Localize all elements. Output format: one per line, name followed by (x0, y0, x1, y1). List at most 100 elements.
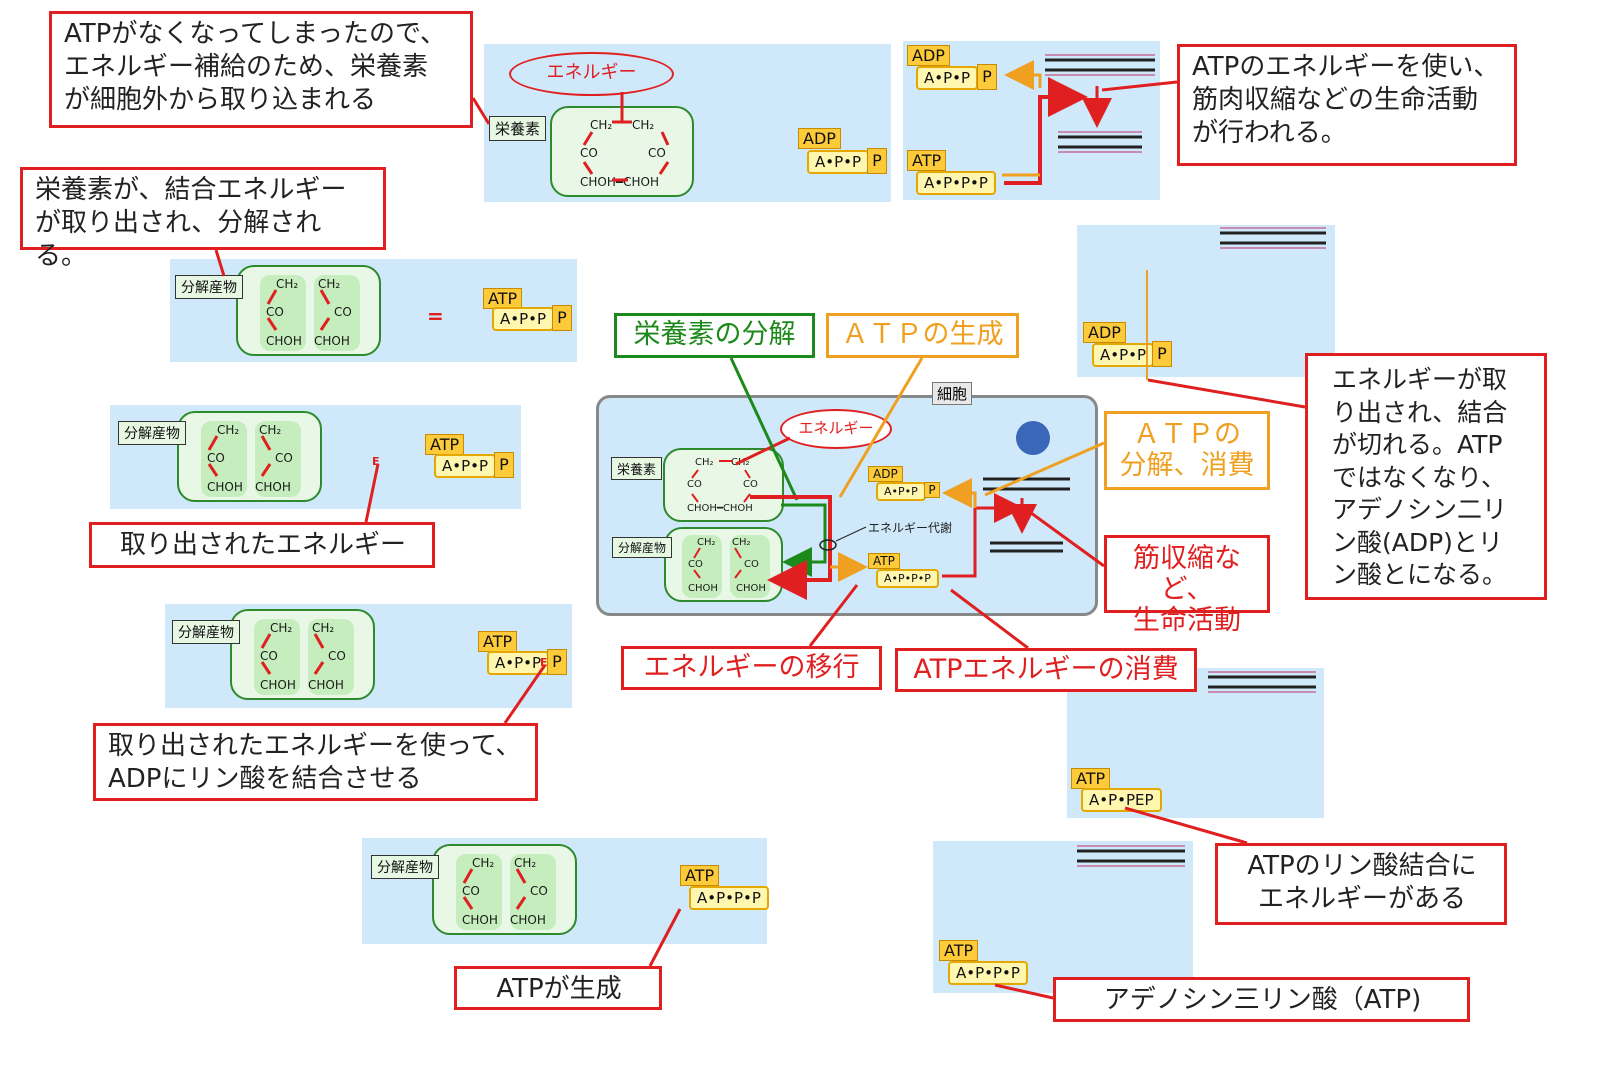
title-energy-transfer: エネルギーの移行 (621, 646, 882, 690)
atp-label: ATP (939, 940, 979, 961)
adp-chain: A•P•P (1092, 343, 1155, 367)
co-label: CO (687, 479, 702, 490)
choh-bond-label: CHOH━CHOH (580, 175, 659, 189)
atp-label: ATP (1071, 768, 1111, 789)
ring (255, 421, 301, 497)
products-tag: 分解産物 (172, 620, 240, 644)
title-nutrient-breakdown: 栄養素の分解 (614, 313, 815, 358)
ch2-label: CH₂ (732, 537, 751, 548)
choh-label: CHOH (255, 480, 291, 494)
note-adp-phosphate: 取り出されたエネルギーを使って、 ADPにリン酸を結合させる (93, 723, 538, 801)
products-tag: 分解産物 (371, 855, 439, 879)
title-atp-generation: ＡＴＰの生成 (826, 313, 1019, 358)
ch2-label: CH₂ (697, 537, 716, 548)
co-label: CO (688, 559, 703, 570)
choh-label: CHOH (736, 583, 766, 594)
choh-label: CHOH (260, 678, 296, 692)
co-label: CO (334, 305, 352, 319)
co-label: CO (580, 146, 598, 160)
adp-chain: A•P•P (487, 651, 550, 675)
minus-sign: = (427, 304, 444, 328)
cell-products-tag: 分解産物 (612, 537, 673, 558)
atp-chain: A•P•P•P (948, 961, 1028, 985)
energy-oval: エネルギー (509, 52, 674, 96)
ch2-label: CH₂ (276, 277, 299, 291)
ch2-label: CH₂ (514, 856, 537, 870)
phosphate: P (547, 649, 567, 675)
ring (510, 854, 556, 930)
products-molecule: CH₂ CH₂ CO CO CHOH CHOH (432, 844, 577, 935)
atp-chain: A•P•P•P (689, 886, 769, 910)
ch2-label: CH₂ (270, 621, 293, 635)
co-label: CO (275, 451, 293, 465)
atp-chain: A•P•P•P (916, 171, 996, 195)
phosphate: P (494, 452, 514, 478)
energy-e: E (372, 455, 380, 468)
cell-products-molecule: CH₂ CH₂ CO CO CHOH CHOH (664, 527, 783, 602)
ring (314, 275, 360, 351)
ch2-label: CH₂ (472, 856, 495, 870)
note-nutrient-breakdown: 栄養素が、結合エネルギー が取り出され、分解される。 (20, 167, 386, 271)
cell-atp-label: ATP (868, 553, 900, 569)
choh-label: CHOH (462, 913, 498, 927)
cell-energy-oval: エネルギー (780, 409, 892, 449)
co-label: CO (207, 451, 225, 465)
ch2-label: CH₂ (318, 277, 341, 291)
atp-label: ATP (907, 150, 947, 171)
phosphate: P (1152, 341, 1172, 367)
products-molecule: CH₂ CH₂ CO CO CHOH CHOH (177, 411, 322, 502)
cell-label: 細胞 (932, 382, 973, 405)
phosphate: P (552, 305, 572, 331)
adp-chain: A•P•P (492, 307, 555, 331)
cell-adp-label: ADP (868, 466, 903, 482)
note-extracted-energy: 取り出されたエネルギー (89, 522, 435, 568)
adp-label: ADP (1083, 322, 1126, 343)
note-adenosine-triphosphate: アデノシン三リン酸（ATP) (1053, 977, 1470, 1022)
phosphate: P (867, 148, 887, 174)
ring (308, 619, 354, 695)
ch2-label: CH₂ (259, 423, 282, 437)
choh-bond-label: CHOH━CHOH (687, 503, 753, 514)
adp-chain: A•P•P (916, 66, 979, 90)
products-tag: 分解産物 (175, 275, 243, 299)
ring (260, 275, 306, 351)
cell-nucleus (1016, 421, 1050, 455)
adp-label: ADP (907, 45, 950, 66)
nutrient-molecule: CH₂ CH₂ CO CO CHOH━CHOH (550, 106, 694, 197)
co-label: CO (266, 305, 284, 319)
co-label: CO (462, 884, 480, 898)
adp-label: ADP (798, 128, 841, 149)
title-atp-breakdown: ＡＴＰの 分解、消費 (1104, 411, 1270, 490)
choh-label: CHOH (308, 678, 344, 692)
atp-label: ATP (483, 288, 523, 309)
ring (201, 421, 247, 497)
ring (456, 854, 502, 930)
title-muscle-activity: 筋収縮など、 生命活動 (1104, 535, 1270, 636)
ch2-label: CH₂ (312, 621, 335, 635)
co-label: CO (743, 479, 758, 490)
ring (730, 535, 770, 598)
ch2-label: CH₂ (217, 423, 240, 437)
co-label: CO (260, 649, 278, 663)
co-label: CO (744, 559, 759, 570)
choh-label: CHOH (207, 480, 243, 494)
note-atp-generated: ATPが生成 (454, 966, 662, 1010)
co-label: CO (648, 146, 666, 160)
co-label: CO (328, 649, 346, 663)
atp-pep-chain: A•P•PEP (1081, 788, 1162, 812)
products-molecule: CH₂ CH₂ CO CO CHOH CHOH (236, 265, 381, 356)
cell-atp-chain: A•P•P•P (876, 569, 939, 588)
adp-chain: A•P•P (807, 150, 870, 174)
nutrient-tag: 栄養素 (489, 116, 547, 141)
energy-e: E (540, 656, 548, 669)
ring (682, 535, 722, 598)
choh-label: CHOH (314, 334, 350, 348)
choh-label: CHOH (510, 913, 546, 927)
metabolism-label: エネルギー代謝 (868, 521, 953, 535)
cell-nutrient-tag: 栄養素 (611, 457, 663, 480)
products-tag: 分解産物 (118, 421, 186, 445)
ch2-label: CH₂ (695, 457, 714, 468)
choh-label: CHOH (266, 334, 302, 348)
note-bond-broken: エネルギーが取 り出され、結合 が切れる。ATP ではなくなり、 アデノシン二リ… (1305, 353, 1547, 600)
